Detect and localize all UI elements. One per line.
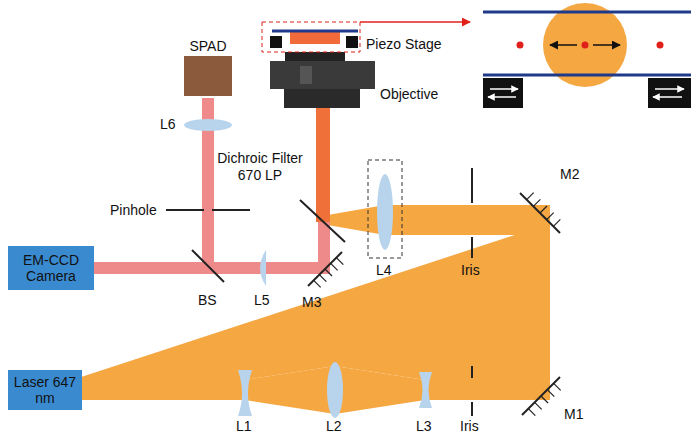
mirror-hatch — [527, 193, 534, 200]
objective — [270, 52, 375, 108]
part-label: L2 — [326, 418, 342, 435]
mirror-hatch — [331, 263, 338, 270]
part-label: Pinhole — [110, 202, 157, 219]
pinhole — [166, 209, 250, 211]
mirror-hatch — [528, 409, 535, 416]
part-label: L5 — [254, 292, 270, 309]
mirror-hatch — [535, 402, 542, 409]
mirror-hatch — [533, 199, 540, 206]
iris — [471, 168, 473, 416]
node-label: SPAD — [184, 38, 232, 54]
lens — [184, 119, 432, 418]
part-label: Piezo Stage — [366, 36, 442, 53]
detector-body — [184, 56, 232, 96]
combined-beam — [316, 108, 330, 222]
part-label: L3 — [416, 418, 432, 435]
node-label: EM-CCD Camera — [8, 252, 94, 284]
part-label: L1 — [236, 418, 252, 435]
mirror-hatch — [325, 269, 332, 276]
beam-splitter — [192, 250, 224, 282]
stage-inset — [483, 3, 691, 108]
mirror-hatch — [314, 280, 321, 287]
node-label: Laser 647 nm — [8, 374, 82, 406]
part-label: L4 — [376, 262, 392, 279]
part-label: M1 — [564, 406, 583, 423]
detector-box: SPAD — [184, 38, 232, 96]
mirror-hatch — [319, 275, 326, 282]
mirror-hatch — [554, 383, 561, 390]
mirror-hatch — [336, 258, 343, 265]
lens-mount-box — [368, 160, 402, 258]
dichroic-filter — [300, 200, 345, 242]
part-label: Iris — [461, 262, 480, 279]
piezo-stage — [262, 22, 470, 52]
mirror-hatch — [553, 219, 560, 226]
mirror-hatch — [547, 213, 554, 220]
camera-box: EM-CCD Camera — [8, 246, 94, 290]
part-label: M3 — [302, 294, 321, 311]
part-label: Iris — [460, 418, 479, 435]
laser-box: Laser 647 nm — [8, 370, 82, 410]
emission-beam — [82, 98, 330, 274]
mirror-hatch — [541, 396, 548, 403]
part-label: Objective — [380, 86, 438, 103]
part-label: L6 — [160, 116, 176, 133]
part-label: Dichroic Filter 670 LP — [208, 150, 312, 184]
part-label: BS — [198, 292, 217, 309]
mirror-hatch — [547, 390, 554, 397]
excitation-beam — [72, 205, 550, 414]
part-label: M2 — [560, 166, 579, 183]
mirror-hatch — [540, 206, 547, 213]
mirror — [308, 193, 560, 415]
